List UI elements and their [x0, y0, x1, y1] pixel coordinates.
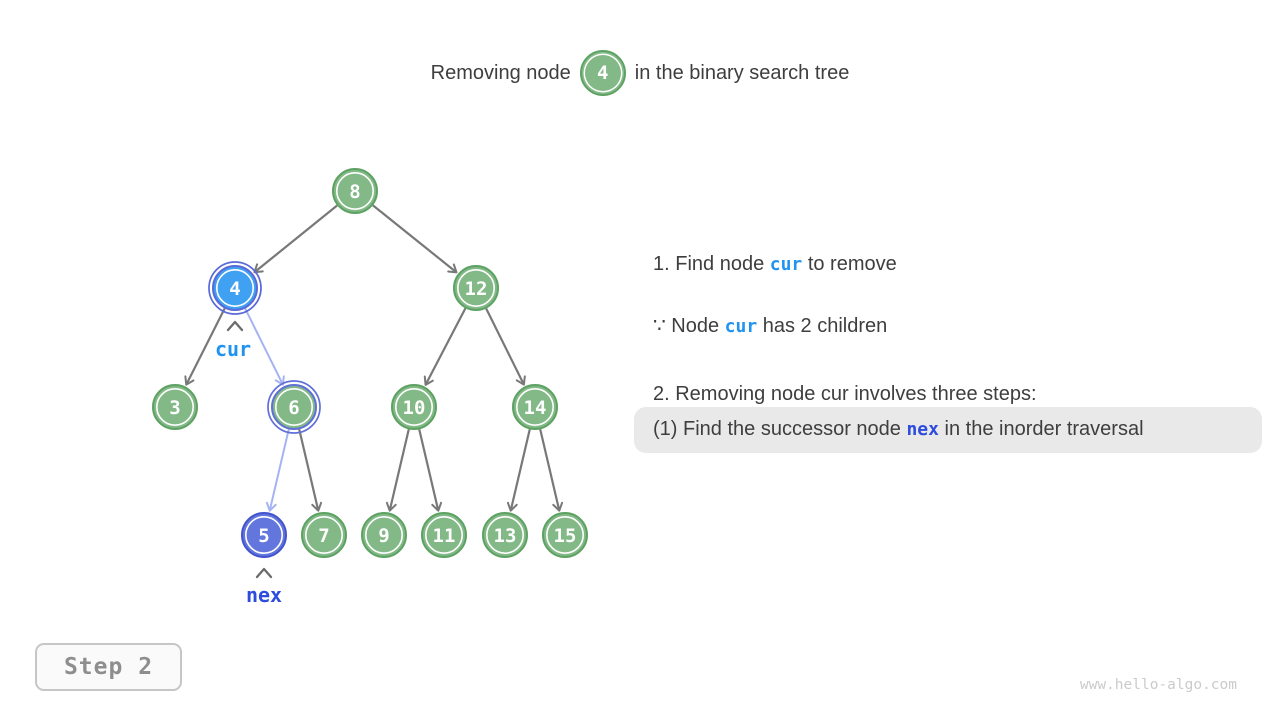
explanation-text: 2. Removing node cur involves three step… — [653, 383, 1037, 405]
tree-node-8: 8 — [332, 168, 378, 214]
pointer-cur: cur — [215, 320, 251, 361]
explanation-text: has 2 children — [757, 315, 888, 337]
edge-6-7 — [298, 429, 323, 512]
step-badge: Step 2 — [35, 643, 182, 691]
pointer-label-cur: cur — [215, 337, 251, 361]
step-badge-label: Step 2 — [63, 654, 154, 680]
pointer-arrow-icon — [255, 567, 273, 579]
edge-10-9 — [385, 429, 410, 512]
title-suffix: in the binary search tree — [634, 61, 850, 84]
edge-12-14 — [485, 308, 526, 386]
tree-node-11: 11 — [421, 512, 467, 558]
tree-node-12: 12 — [453, 265, 499, 311]
edge-8-12 — [372, 204, 458, 274]
watermark: www.hello-algo.com — [1079, 677, 1237, 693]
svg-text:8: 8 — [349, 181, 360, 203]
edge-4-6 — [244, 308, 285, 386]
pointer-nex: nex — [246, 567, 282, 607]
explanation-text: 1. Find node — [653, 253, 770, 275]
figure-title: Removing node 4 in the binary search tre… — [0, 46, 1280, 100]
tree-node-5: 5 — [241, 512, 287, 558]
svg-text:10: 10 — [403, 397, 426, 419]
explanation-text: in the inorder traversal — [938, 418, 1144, 440]
explanation-line-highlighted: (1) Find the successor node nex in the i… — [634, 407, 1262, 453]
svg-text:3: 3 — [169, 397, 180, 419]
title-node-value: 4 — [597, 62, 609, 84]
explanation-panel: 1. Find node cur to remove ∵ Node cur has… — [634, 251, 1262, 453]
svg-text:6: 6 — [288, 397, 299, 419]
explanation-text: ∵ Node — [653, 315, 725, 337]
keyword-nex: nex — [906, 419, 939, 440]
keyword-cur: cur — [724, 316, 758, 337]
tree-node-4: 4 — [208, 261, 262, 315]
tree-node-3: 3 — [152, 384, 198, 430]
svg-text:15: 15 — [554, 525, 577, 547]
pointer-arrow-icon — [226, 320, 244, 332]
keyword-cur: cur — [769, 254, 803, 275]
edge-14-15 — [539, 429, 564, 512]
svg-text:9: 9 — [378, 525, 389, 547]
explanation-text: to remove — [802, 253, 897, 275]
explanation-text: (1) Find the successor node — [653, 418, 907, 440]
svg-text:4: 4 — [229, 278, 240, 300]
edge-4-3 — [184, 308, 226, 386]
tree-node-13: 13 — [482, 512, 528, 558]
explanation-line: ∵ Node cur has 2 children — [634, 313, 1262, 340]
svg-text:11: 11 — [433, 525, 456, 547]
tree-node-6: 6 — [267, 380, 321, 434]
edge-8-4 — [253, 204, 338, 274]
svg-text:5: 5 — [258, 525, 269, 547]
edge-10-11 — [418, 429, 443, 512]
tree-node-7: 7 — [301, 512, 347, 558]
tree-node-10: 10 — [391, 384, 437, 430]
pointer-label-nex: nex — [246, 583, 282, 607]
svg-text:14: 14 — [524, 397, 547, 419]
title-prefix: Removing node — [430, 61, 571, 84]
edge-12-10 — [423, 307, 467, 386]
svg-text:13: 13 — [494, 525, 517, 547]
tree-node-15: 15 — [542, 512, 588, 558]
tree-node-9: 9 — [361, 512, 407, 558]
tree-node-14: 14 — [512, 384, 558, 430]
svg-text:12: 12 — [465, 278, 488, 300]
explanation-line: 1. Find node cur to remove — [634, 251, 1262, 278]
edge-14-13 — [506, 429, 531, 512]
edge-6-5 — [265, 429, 290, 512]
title-node-circle: 4 — [579, 50, 626, 96]
svg-text:7: 7 — [318, 525, 329, 547]
explanation-line: 2. Removing node cur involves three step… — [634, 381, 1262, 407]
